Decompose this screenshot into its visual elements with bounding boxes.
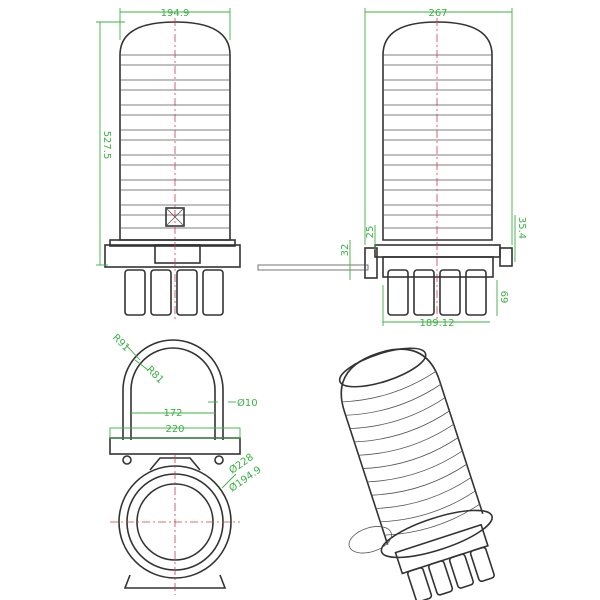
isometric-view: [338, 347, 495, 600]
base-width-dim: 189.12: [420, 318, 455, 329]
front-width-dim: 194.9: [161, 8, 190, 19]
cable-port: [413, 269, 435, 316]
front-height-dim: 527.5: [101, 131, 112, 160]
rib-line: [362, 437, 459, 469]
cable-port: [202, 269, 224, 316]
outer-radius-dim: R91: [110, 332, 132, 354]
rib-line: [384, 503, 480, 536]
rib-line: [375, 477, 472, 509]
side-width-dim: 267: [428, 8, 447, 19]
front-view: 194.9 527.5: [96, 8, 241, 320]
rib-line: [341, 370, 437, 403]
u-bolt-view: 172 220 Ø10 R91 R81: [109, 332, 258, 465]
cable-port: [387, 269, 409, 316]
cable-port: [150, 269, 172, 316]
rib-line: [354, 410, 450, 443]
bracket-height-dim: 32: [340, 244, 351, 257]
cable-port: [124, 269, 146, 316]
plate-width-dim: 220: [165, 424, 184, 435]
inner-span-dim: 172: [163, 408, 182, 419]
inner-radius-dim: R81: [144, 364, 166, 386]
cable-port: [439, 269, 461, 316]
plate-thickness-dim: 35.4: [516, 217, 527, 239]
cable-port: [465, 269, 487, 316]
port-length-dim: 69: [498, 291, 509, 304]
cable-port: [469, 546, 495, 583]
rib-line: [380, 490, 476, 523]
rib-line: [345, 384, 441, 416]
rib-line: [358, 423, 454, 456]
clamp-ring-view: Ø228 Ø194.9: [110, 451, 264, 595]
rib-line: [349, 397, 446, 429]
cable-port: [448, 553, 475, 589]
rib-line: [367, 450, 463, 483]
rib-line: [371, 463, 467, 496]
cable-port: [407, 567, 433, 600]
cable-port: [427, 560, 454, 596]
cable-port: [176, 269, 198, 316]
side-view: 267 32 25 35.4 69 189.12: [257, 8, 527, 329]
rod-diameter-dim: Ø10: [237, 397, 258, 409]
plate-offset-dim: 25: [365, 226, 376, 239]
